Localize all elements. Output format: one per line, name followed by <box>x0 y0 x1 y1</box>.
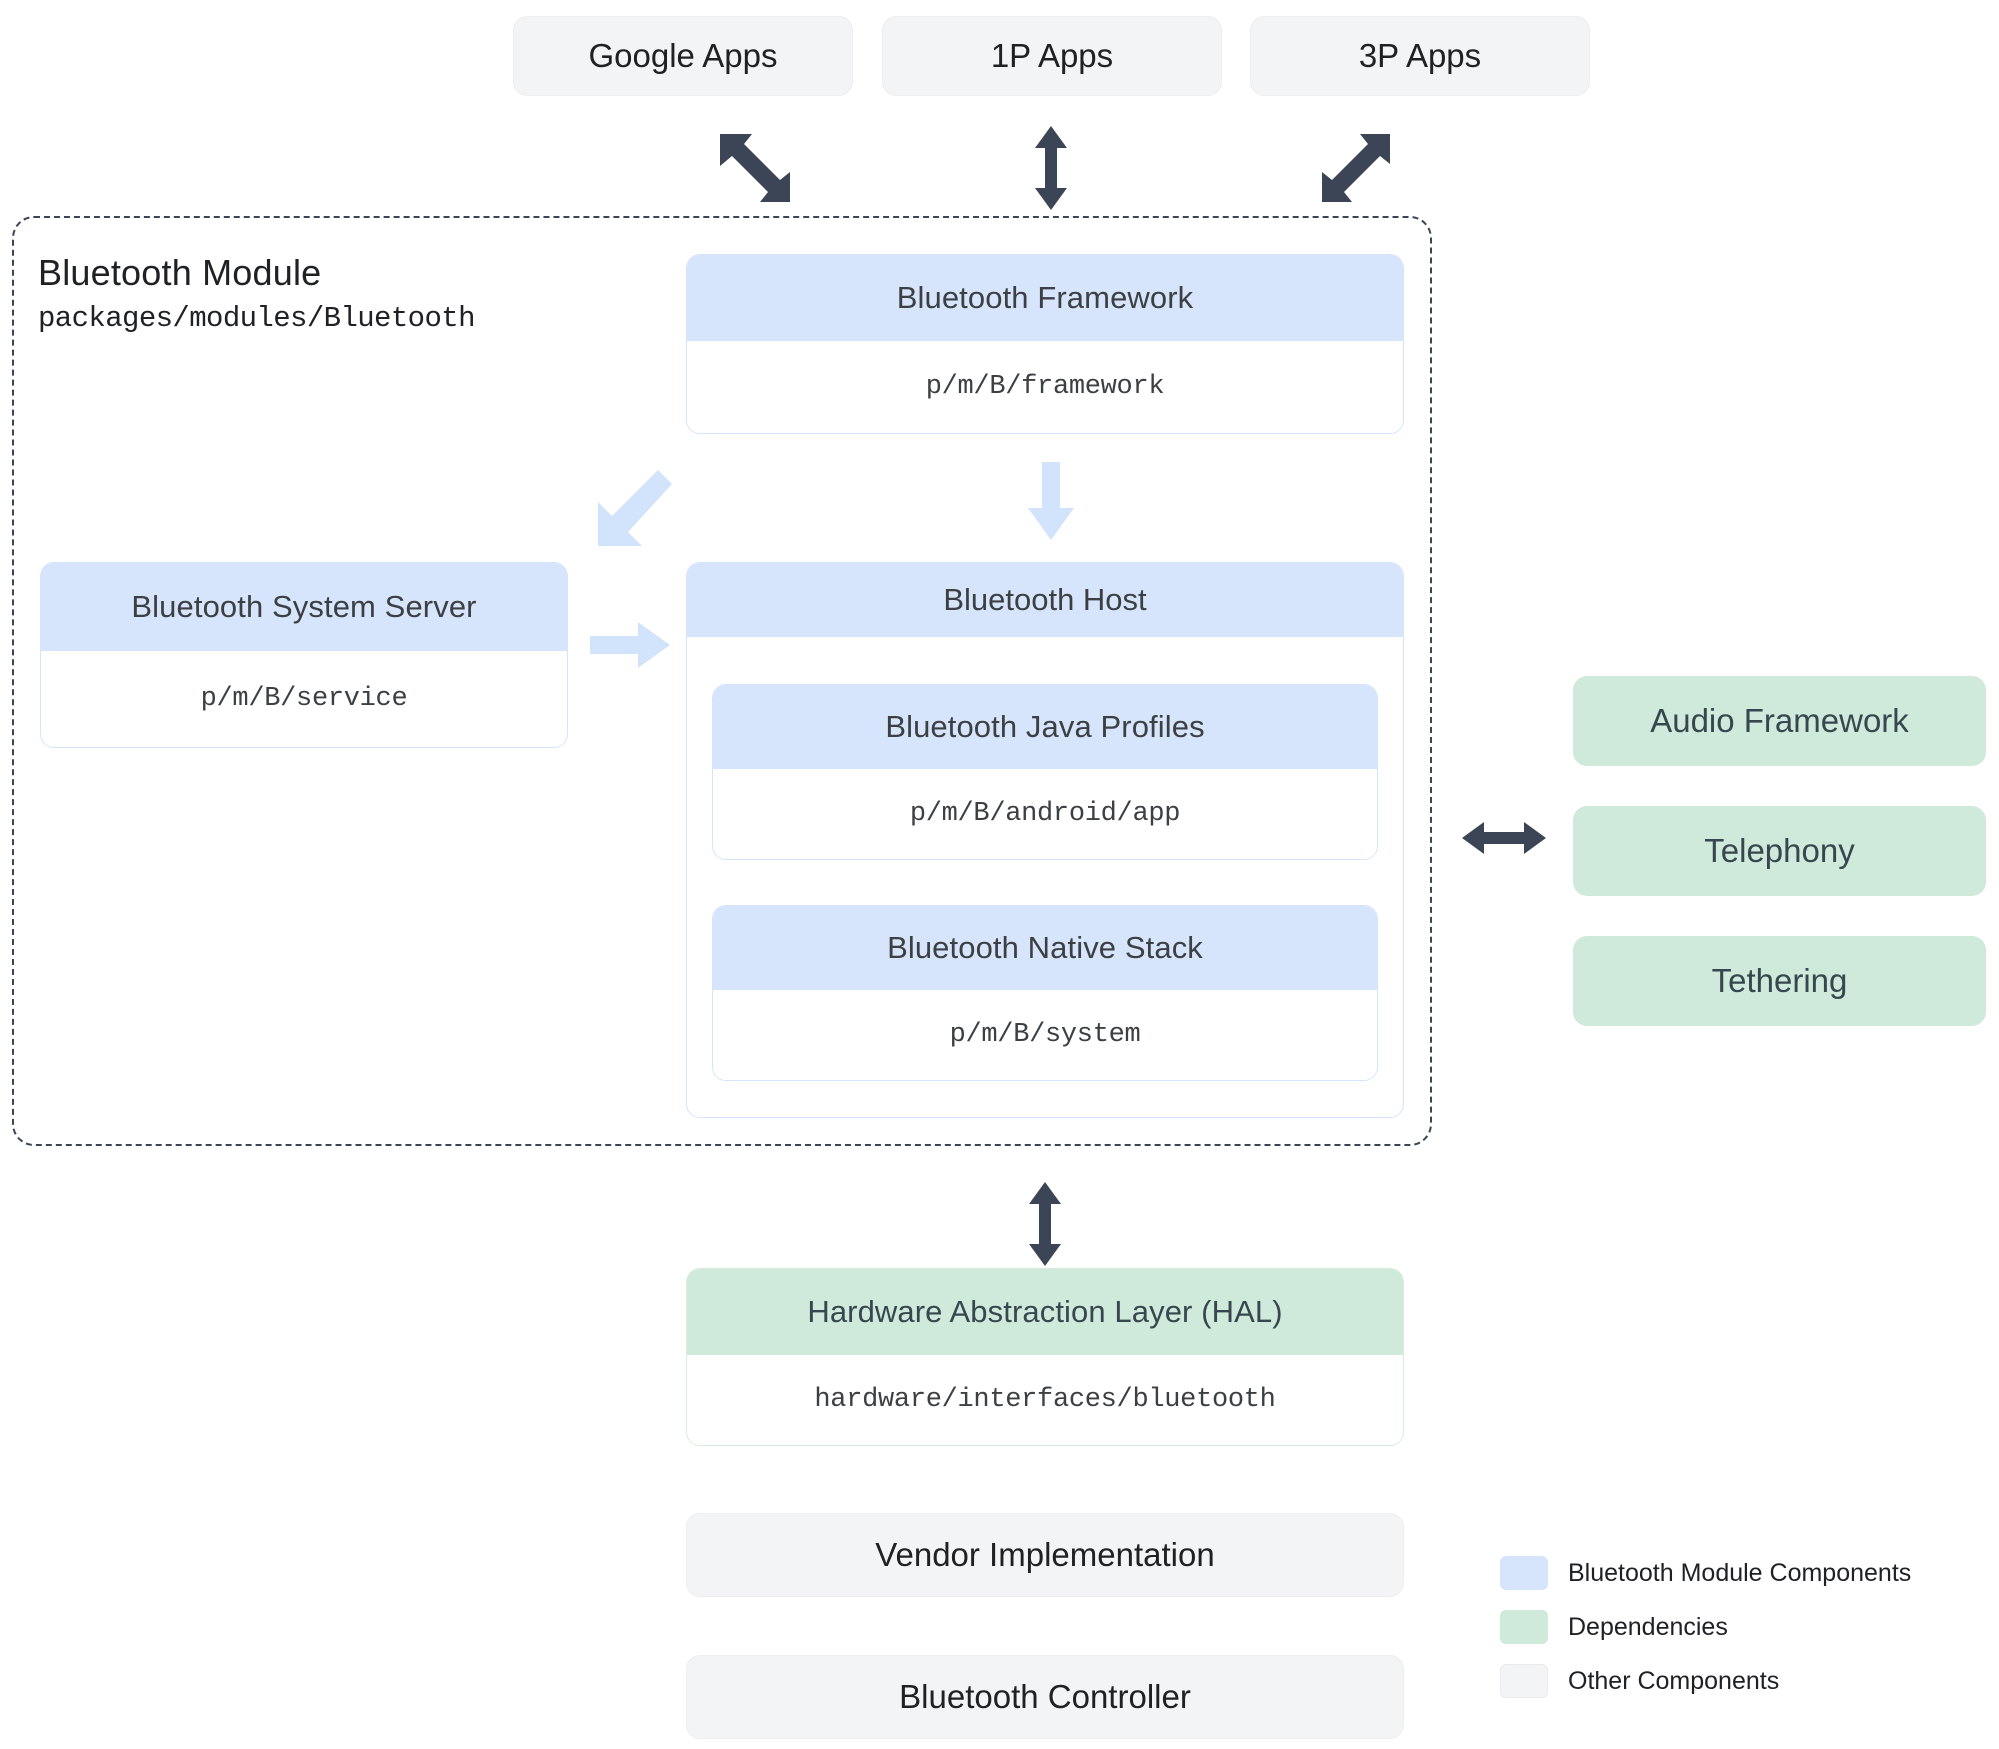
bluetooth-controller-box[interactable]: Bluetooth Controller <box>686 1655 1404 1739</box>
bluetooth-controller-label: Bluetooth Controller <box>899 1678 1191 1715</box>
vendor-implementation-label: Vendor Implementation <box>875 1536 1215 1573</box>
bluetooth-java-profiles-card[interactable]: Bluetooth Java Profiles p/m/B/android/ap… <box>712 684 1378 860</box>
bluetooth-framework-title: Bluetooth Framework <box>687 255 1403 341</box>
bluetooth-native-stack-card[interactable]: Bluetooth Native Stack p/m/B/system <box>712 905 1378 1081</box>
3p-apps-label: 3P Apps <box>1358 37 1482 74</box>
legend-item-dependencies: Dependencies <box>1500 1610 1911 1644</box>
hal-path: hardware/interfaces/bluetooth <box>687 1355 1403 1445</box>
legend-swatch-blue <box>1500 1556 1548 1590</box>
telephony-box[interactable]: Telephony <box>1573 806 1986 896</box>
double-diagonal-nwse-arrow <box>720 134 790 202</box>
bluetooth-module-boundary <box>12 216 1432 1146</box>
legend-label-module-components: Bluetooth Module Components <box>1568 1558 1912 1587</box>
bluetooth-java-profiles-path: p/m/B/android/app <box>713 769 1377 859</box>
blue-right-arrow <box>590 622 670 668</box>
3p-apps-box[interactable]: 3P Apps <box>1250 16 1590 96</box>
audio-framework-label: Audio Framework <box>1650 702 1909 739</box>
bluetooth-system-server-title: Bluetooth System Server <box>41 563 567 651</box>
legend: Bluetooth Module Components Dependencies… <box>1500 1556 1911 1698</box>
bluetooth-framework-path: p/m/B/framework <box>687 341 1403 433</box>
bluetooth-native-stack-path: p/m/B/system <box>713 990 1377 1080</box>
legend-swatch-grey <box>1500 1664 1548 1698</box>
bluetooth-host-title: Bluetooth Host <box>687 563 1403 637</box>
legend-label-dependencies: Dependencies <box>1568 1612 1728 1641</box>
1p-apps-label: 1P Apps <box>990 37 1114 74</box>
blue-diagonal-sw-arrow <box>598 470 672 546</box>
blue-down-arrow <box>1028 462 1074 540</box>
bluetooth-system-server-card[interactable]: Bluetooth System Server p/m/B/service <box>40 562 568 748</box>
bluetooth-java-profiles-title: Bluetooth Java Profiles <box>713 685 1377 769</box>
double-horizontal-arrow <box>1462 822 1546 854</box>
double-vertical-arrow <box>1035 126 1067 210</box>
legend-swatch-green <box>1500 1610 1548 1644</box>
bluetooth-native-stack-title: Bluetooth Native Stack <box>713 906 1377 990</box>
legend-label-other-components: Other Components <box>1568 1666 1780 1695</box>
tethering-box[interactable]: Tethering <box>1573 936 1986 1026</box>
google-apps-label: Google Apps <box>588 37 778 74</box>
module-path: packages/modules/Bluetooth <box>38 302 475 335</box>
module-title: Bluetooth Module <box>38 252 322 293</box>
double-diagonal-nesw-arrow <box>1322 134 1390 202</box>
1p-apps-box[interactable]: 1P Apps <box>882 16 1222 96</box>
audio-framework-box[interactable]: Audio Framework <box>1573 676 1986 766</box>
telephony-label: Telephony <box>1704 832 1855 869</box>
tethering-label: Tethering <box>1711 962 1848 999</box>
vendor-implementation-box[interactable]: Vendor Implementation <box>686 1513 1404 1597</box>
legend-item-other-components: Other Components <box>1500 1664 1911 1698</box>
bluetooth-framework-card[interactable]: Bluetooth Framework p/m/B/framework <box>686 254 1404 434</box>
google-apps-box[interactable]: Google Apps <box>513 16 853 96</box>
hal-card[interactable]: Hardware Abstraction Layer (HAL) hardwar… <box>686 1268 1404 1446</box>
legend-item-module-components: Bluetooth Module Components <box>1500 1556 1911 1590</box>
bluetooth-system-server-path: p/m/B/service <box>41 651 567 747</box>
hal-title: Hardware Abstraction Layer (HAL) <box>687 1269 1403 1355</box>
module-to-hal-double-vertical-arrow <box>1029 1182 1061 1266</box>
